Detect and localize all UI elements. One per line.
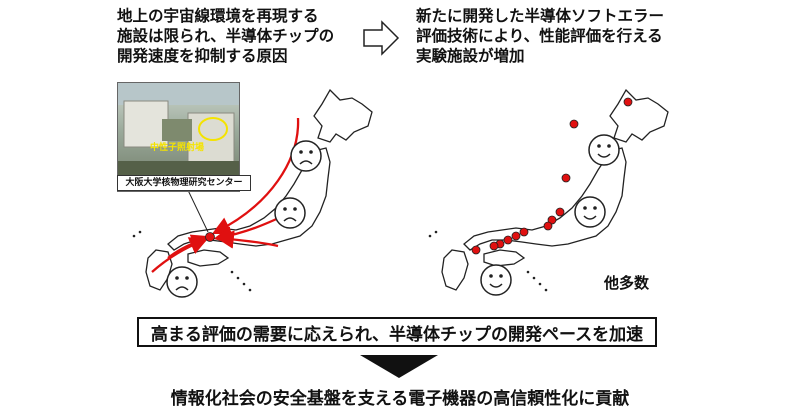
sad-face-icon (166, 266, 198, 298)
summary-box: 高まる評価の需要に応えられ、半導体チップの開発ペースを加速 (137, 317, 657, 347)
photo-ring (198, 117, 228, 141)
transition-arrow-icon (363, 20, 400, 56)
facility-markers (471, 97, 633, 255)
footnote-others: 他多数 (604, 274, 650, 292)
conclusion-text: 情報化社会の安全基盤を支える電子機器の高信頼性化に貢献 (170, 389, 630, 409)
sad-face-icon (290, 140, 322, 172)
smile-face-icon (480, 264, 512, 296)
photo-inner-label: 中性子照射場 (150, 143, 205, 153)
right-japan-map (428, 89, 669, 292)
smile-face-icon (588, 134, 620, 166)
smile-face-icon (574, 196, 606, 228)
photo-leader-line (185, 185, 209, 233)
down-arrow-icon (360, 355, 438, 378)
osaka-marker (205, 232, 215, 242)
photo-caption: 大阪大学核物理研究センター (117, 175, 251, 191)
sad-face-icon (274, 197, 306, 229)
right-caption: 新たに開発した半導体ソフトエラー 評価技術により、性能評価を行える 実験施設が増… (416, 7, 665, 65)
summary-text: 高まる評価の需要に応えられ、半導体チップの開発ペースを加速 (150, 324, 644, 345)
left-caption: 地上の宇宙線環境を再現する 施設は限られ、半導体チップの 開発速度を抑制する原因 (117, 7, 335, 65)
